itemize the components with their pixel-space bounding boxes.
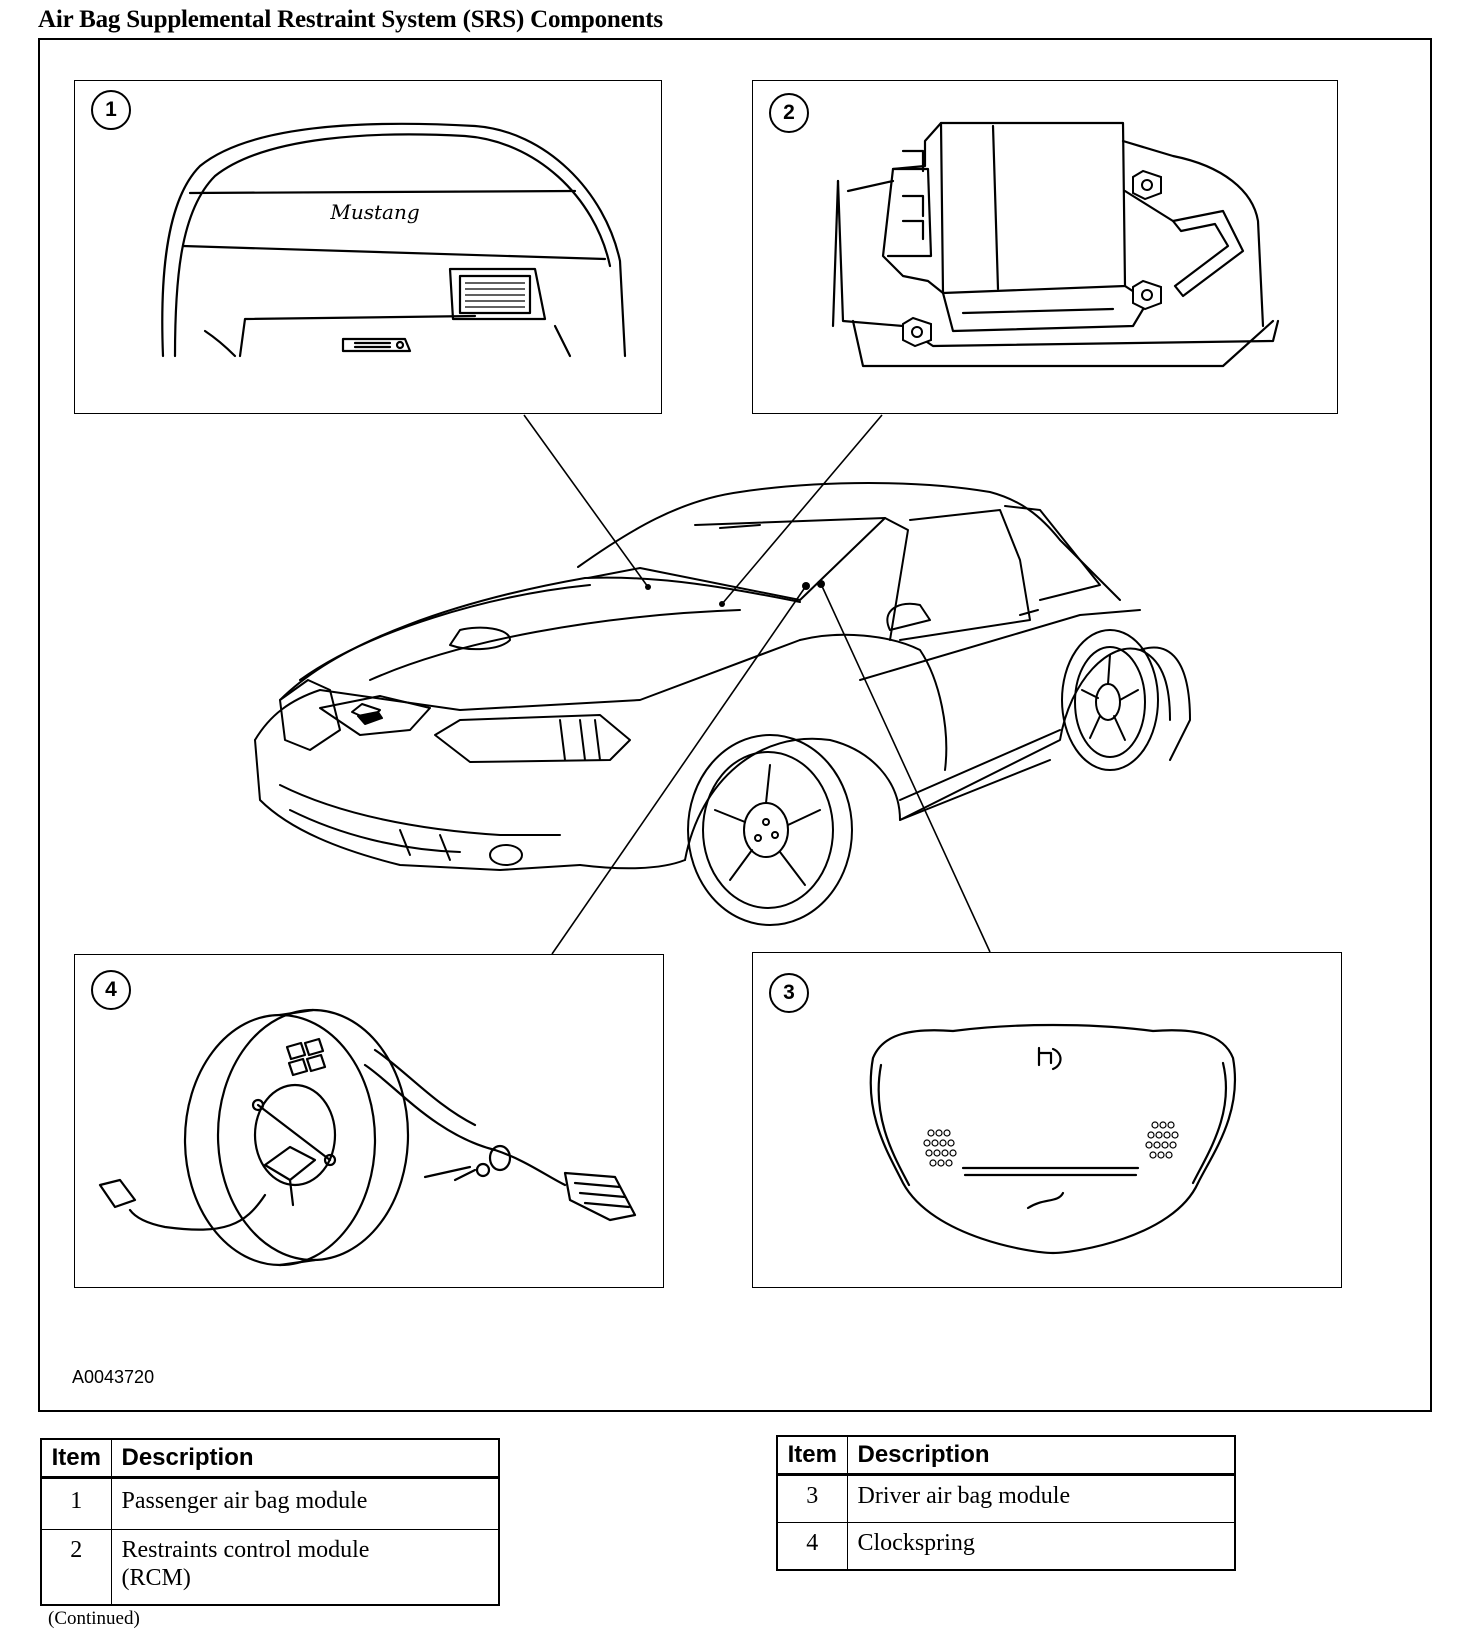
panel-passenger-air-bag: Mustang 1 bbox=[74, 80, 662, 414]
panel-driver-air-bag: 3 bbox=[752, 952, 1342, 1288]
table-row: 1 Passenger air bag module bbox=[40, 1477, 500, 1530]
driver-air-bag-drawing bbox=[869, 1023, 1237, 1255]
item-number: 2 bbox=[40, 1529, 112, 1606]
leader-line-2 bbox=[721, 414, 883, 605]
column-header-item: Item bbox=[776, 1435, 848, 1476]
srs-components-figure: Mustang 1 bbox=[38, 38, 1432, 1412]
car-illustration bbox=[254, 482, 1191, 926]
callout-1: 1 bbox=[91, 90, 131, 130]
clockspring-drawing bbox=[98, 1008, 637, 1267]
figure-id: A0043720 bbox=[72, 1367, 155, 1387]
mustang-script: Mustang bbox=[329, 200, 419, 224]
item-number: 3 bbox=[776, 1474, 848, 1523]
items-table-left: Item Description 1 Passenger air bag mod… bbox=[40, 1438, 500, 1606]
passenger-air-bag-drawing: Mustang bbox=[161, 122, 627, 358]
leader-line-3 bbox=[820, 583, 991, 953]
column-header-item: Item bbox=[40, 1438, 112, 1479]
item-description: Restraints control module (RCM) bbox=[110, 1529, 500, 1606]
item-description: Driver air bag module bbox=[846, 1474, 1236, 1523]
leader-lines bbox=[523, 414, 991, 955]
table-row: 4 Clockspring bbox=[776, 1522, 1236, 1571]
item-description: Clockspring bbox=[846, 1522, 1236, 1571]
panel-restraints-control-module: 2 bbox=[752, 80, 1338, 414]
leader-line-1 bbox=[523, 414, 649, 588]
callout-2: 2 bbox=[769, 93, 809, 133]
column-header-description: Description bbox=[110, 1438, 500, 1479]
callout-3: 3 bbox=[769, 973, 809, 1013]
page-title: Air Bag Supplemental Restraint System (S… bbox=[38, 6, 663, 33]
panel-clockspring: 4 bbox=[74, 954, 664, 1288]
leader-line-4 bbox=[551, 585, 807, 955]
continued-note: (Continued) bbox=[48, 1608, 140, 1629]
callout-4: 4 bbox=[91, 970, 131, 1010]
column-header-description: Description bbox=[846, 1435, 1236, 1476]
table-row: 3 Driver air bag module bbox=[776, 1474, 1236, 1523]
item-description: Passenger air bag module bbox=[110, 1477, 500, 1530]
item-number: 1 bbox=[40, 1477, 112, 1530]
items-table-right: Item Description 3 Driver air bag module… bbox=[776, 1435, 1236, 1571]
item-number: 4 bbox=[776, 1522, 848, 1571]
rcm-drawing bbox=[831, 121, 1280, 368]
table-row: 2 Restraints control module (RCM) bbox=[40, 1529, 500, 1606]
